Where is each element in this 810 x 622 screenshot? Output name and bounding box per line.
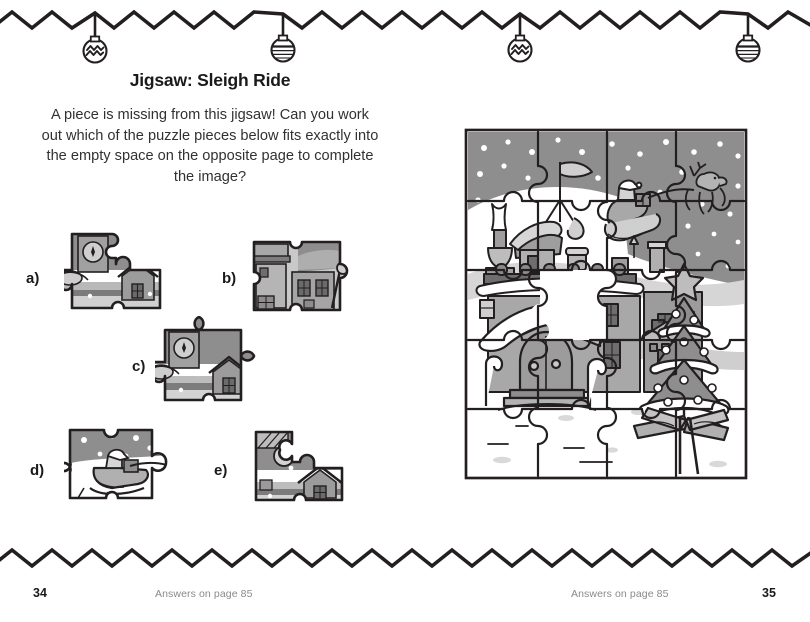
page-number-left: 34 <box>33 586 47 600</box>
option-label-a: a) <box>26 270 40 287</box>
answers-note-right: Answers on page 85 <box>571 588 669 600</box>
option-piece-d[interactable] <box>64 426 176 508</box>
ornament-3 <box>507 14 533 63</box>
answers-note-left: Answers on page 85 <box>155 588 253 600</box>
bottom-decorative-border <box>0 540 810 582</box>
instructions-text: A piece is missing from this jigsaw! Can… <box>41 107 379 185</box>
option-piece-b[interactable] <box>248 238 358 320</box>
main-jigsaw-puzzle[interactable] <box>462 126 750 482</box>
page-title: Jigsaw: Sleigh Ride <box>129 70 291 90</box>
option-label-c: c) <box>132 358 146 375</box>
ornament-1 <box>82 13 108 64</box>
ornament-4 <box>735 14 761 63</box>
option-label-e: e) <box>214 462 228 479</box>
option-label-d: d) <box>30 462 45 479</box>
page-number-right: 35 <box>762 586 776 600</box>
option-piece-a[interactable] <box>64 230 168 316</box>
option-piece-e[interactable] <box>248 428 358 510</box>
option-label-b: b) <box>222 270 237 287</box>
option-piece-c[interactable] <box>155 316 263 408</box>
ornament-2 <box>270 14 296 63</box>
jigsaw-cut-lines <box>466 130 746 478</box>
top-decorative-border <box>0 0 810 72</box>
missing-piece-gap <box>531 270 617 340</box>
